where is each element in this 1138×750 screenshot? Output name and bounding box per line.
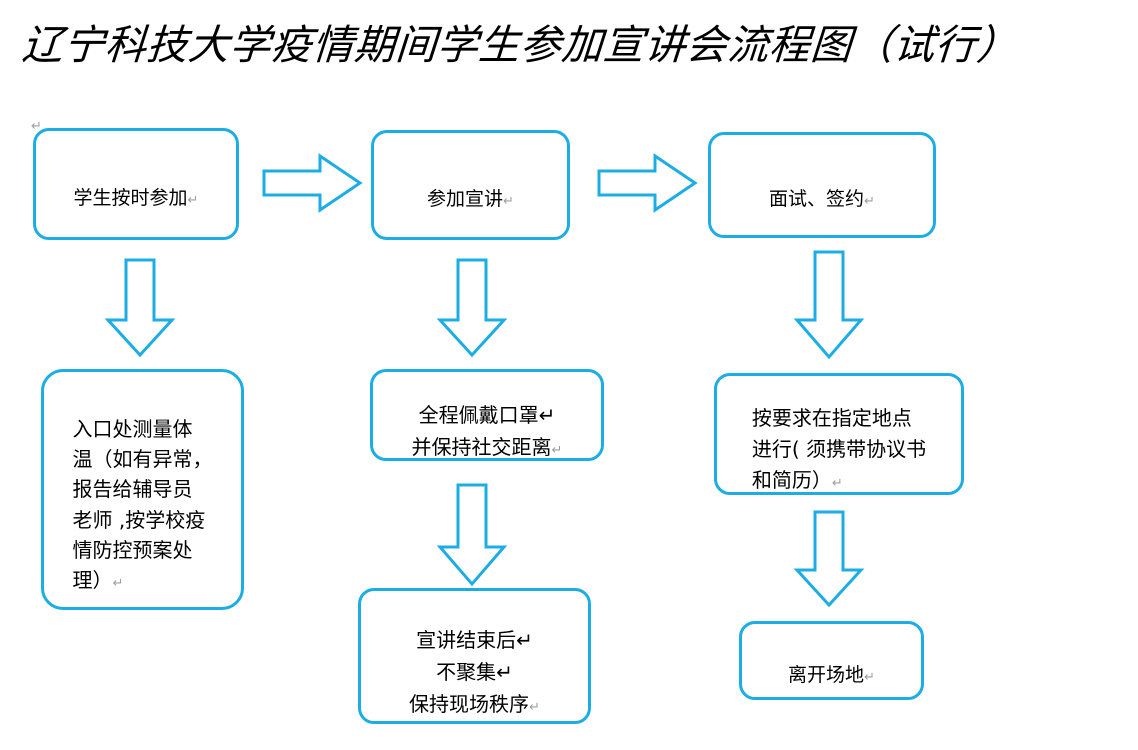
node-designated-place[interactable]: 按要求在指定地点 进行( 须携带协议书 和简历）↵ xyxy=(714,373,964,495)
node-designated-place-label: 按要求在指定地点 进行( 须携带协议书 和简历）↵ xyxy=(751,406,927,492)
node-student-attend[interactable]: 学生按时参加↵ xyxy=(33,128,239,240)
pilcrow-mark: ↵ xyxy=(831,476,843,491)
node-temperature-check-label: 入口处测量体 温（如有异常， 报告给辅导员 老师 ,按学校疫 情防控预案处 理）… xyxy=(72,416,213,593)
arrow-down-2 xyxy=(436,258,508,358)
page-title: 辽宁科技大学疫情期间学生参加宣讲会流程图（试行） xyxy=(20,21,1020,69)
arrow-down-3 xyxy=(793,250,865,360)
node-wear-mask[interactable]: 全程佩戴口罩↵ 并保持社交距离↵ xyxy=(370,369,604,461)
pilcrow-mark: ↵ xyxy=(529,700,540,716)
pilcrow-mark: ↵ xyxy=(864,669,875,685)
pilcrow-mark: ↵ xyxy=(503,194,514,209)
arrow-down-4 xyxy=(436,483,508,587)
node-interview-sign[interactable]: 面试、签约↵ xyxy=(708,132,936,238)
pilcrow-mark: ↵ xyxy=(187,193,199,208)
pilcrow-mark: ↵ xyxy=(864,194,875,209)
node-after-session[interactable]: 宣讲结束后↵ 不聚集↵ 保持现场秩序↵ xyxy=(358,588,591,724)
pilcrow-mark: ↵ xyxy=(551,443,563,458)
pilcrow-mark: ↵ xyxy=(112,576,124,592)
node-interview-sign-label: 面试、签约↵ xyxy=(769,188,875,210)
node-leave-venue[interactable]: 离开场地↵ xyxy=(739,621,924,700)
arrow-down-5 xyxy=(793,510,865,608)
arrow-down-1 xyxy=(104,258,176,358)
node-temperature-check[interactable]: 入口处测量体 温（如有异常， 报告给辅导员 老师 ,按学校疫 情防控预案处 理）… xyxy=(41,369,244,610)
arrow-right-2 xyxy=(597,153,698,213)
node-leave-venue-label: 离开场地↵ xyxy=(788,663,875,686)
node-after-session-label: 宣讲结束后↵ 不聚集↵ 保持现场秩序↵ xyxy=(409,627,540,717)
node-attend-session-label: 参加宣讲↵ xyxy=(427,188,514,210)
arrow-right-1 xyxy=(262,153,363,213)
node-wear-mask-label: 全程佩戴口罩↵ 并保持社交距离↵ xyxy=(411,403,563,459)
node-attend-session[interactable]: 参加宣讲↵ xyxy=(371,130,570,240)
node-student-attend-label: 学生按时参加↵ xyxy=(73,187,199,209)
paragraph-mark: ↵ xyxy=(31,119,42,134)
